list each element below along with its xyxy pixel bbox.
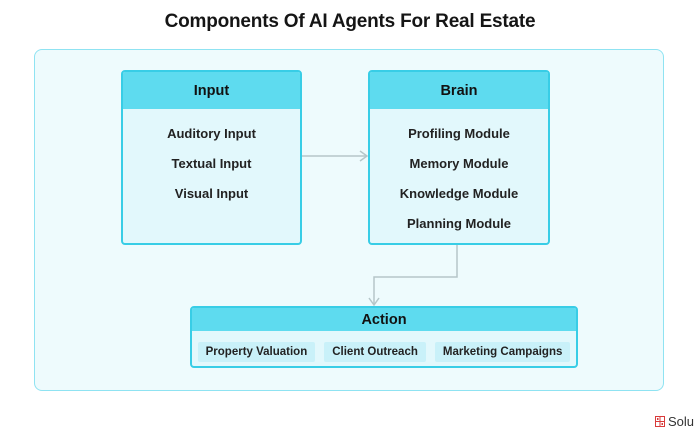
- brain-item: Profiling Module: [408, 126, 510, 141]
- input-box-items: Auditory Input Textual Input Visual Inpu…: [123, 109, 300, 203]
- edge-brain-to-action: [373, 245, 458, 304]
- brain-box: Brain Profiling Module Memory Module Kno…: [368, 70, 550, 245]
- brand-text: Solu: [668, 414, 695, 429]
- brand-watermark: Solu: [655, 414, 694, 429]
- action-box: Action Property Valuation Client Outreac…: [190, 306, 578, 368]
- action-item: Client Outreach: [324, 342, 426, 362]
- input-item: Textual Input: [171, 156, 252, 171]
- brain-item: Knowledge Module: [399, 186, 519, 201]
- input-item: Auditory Input: [167, 126, 256, 141]
- input-item: Visual Input: [174, 186, 249, 201]
- solulab-logo-icon: [655, 416, 665, 427]
- brain-item: Memory Module: [409, 156, 509, 171]
- action-box-items: Property Valuation Client Outreach Marke…: [192, 331, 576, 362]
- arrowhead-input-to-brain: [359, 150, 369, 162]
- arrowhead-brain-to-action: [368, 297, 380, 307]
- input-box: Input Auditory Input Textual Input Visua…: [121, 70, 302, 245]
- action-item: Marketing Campaigns: [434, 342, 571, 362]
- brain-item: Planning Module: [407, 216, 511, 231]
- action-item: Property Valuation: [197, 342, 316, 362]
- brain-box-header: Brain: [370, 72, 548, 109]
- action-box-header: Action: [192, 308, 576, 331]
- brain-box-items: Profiling Module Memory Module Knowledge…: [370, 109, 548, 233]
- diagram-title: Components Of AI Agents For Real Estate: [164, 11, 536, 32]
- input-box-header: Input: [123, 72, 300, 109]
